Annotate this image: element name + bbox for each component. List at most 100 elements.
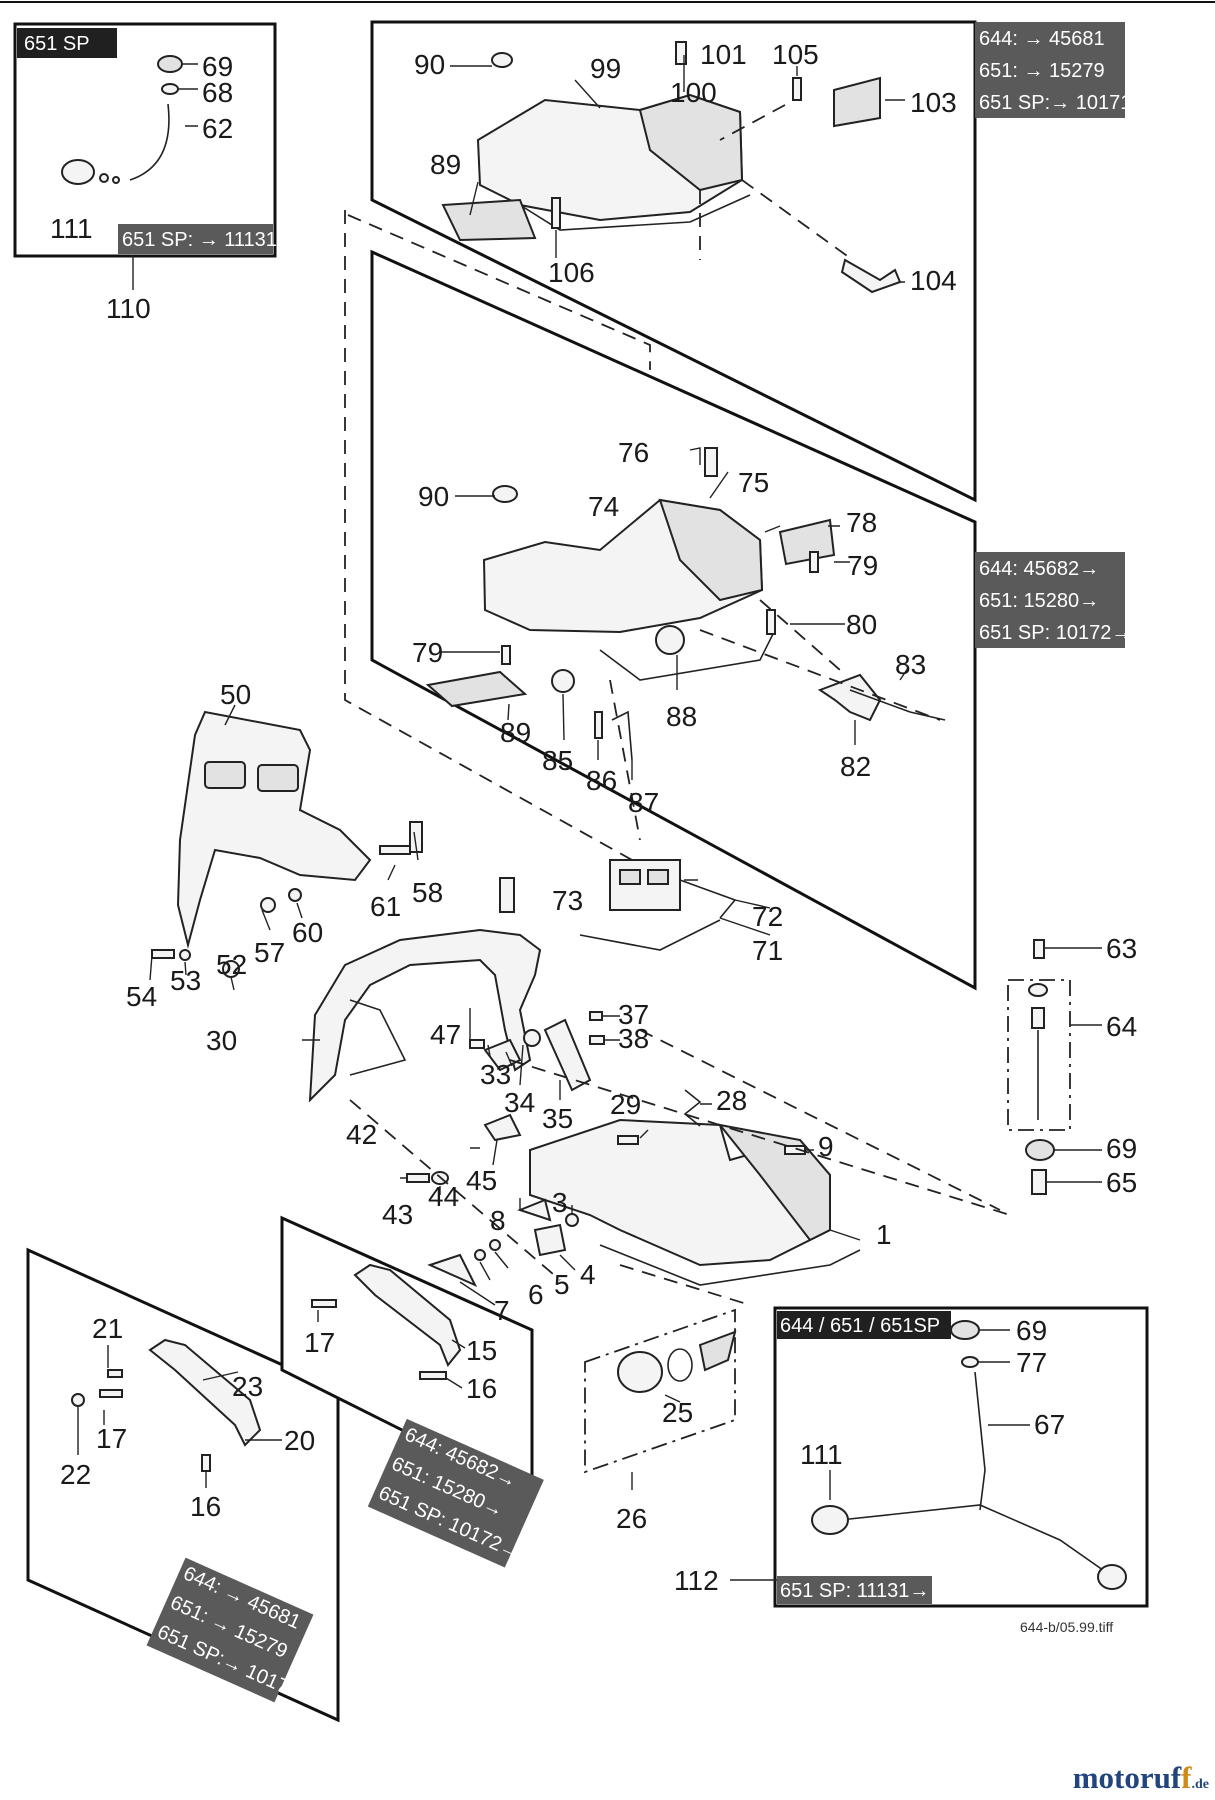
panel-upper-handle: 644: → 45681 651: → 15279 651 SP:→ 10171 xyxy=(370,20,1131,503)
part-3-nut xyxy=(565,1213,579,1227)
callout: 87 xyxy=(628,787,659,818)
part-42-screw xyxy=(469,1039,485,1049)
part-77-washer xyxy=(961,1356,979,1368)
callout: 16 xyxy=(466,1373,497,1404)
callout: 38 xyxy=(618,1023,649,1054)
callout: 23 xyxy=(232,1371,263,1402)
callout: 35 xyxy=(542,1103,573,1134)
part-86-pin xyxy=(594,711,603,739)
callout: 44 xyxy=(428,1181,459,1212)
callout: 57 xyxy=(254,937,285,968)
callout: 105 xyxy=(772,39,819,70)
callout: 4 xyxy=(580,1259,596,1290)
part-29-screw xyxy=(617,1135,639,1145)
part-69-nut xyxy=(1025,1139,1055,1161)
callout: 58 xyxy=(412,877,443,908)
box-title: 644 / 651 / 651SP xyxy=(780,1315,940,1337)
part-38-screw xyxy=(589,1035,605,1045)
part-78-label xyxy=(778,518,836,566)
callout: 104 xyxy=(910,265,957,296)
callout: 79 xyxy=(847,550,878,581)
part-21-spring xyxy=(107,1369,123,1378)
tag-line-644: 644: → 45681 xyxy=(979,28,1105,50)
brand-accent: f xyxy=(1181,1760,1192,1795)
brand-logo: motoruff.de xyxy=(1073,1760,1209,1796)
callout: 85 xyxy=(542,745,573,776)
part-17-pin xyxy=(99,1389,123,1398)
tag-line-651sp: 651 SP: 10172→ xyxy=(979,622,1131,644)
part-111-filter xyxy=(811,1505,849,1535)
part-7-spring xyxy=(427,1253,478,1288)
part-72-wire xyxy=(679,879,737,919)
callout: 42 xyxy=(346,1119,377,1150)
part-34-washer xyxy=(523,1029,541,1047)
callout: 83 xyxy=(895,649,926,680)
part-90-plug xyxy=(492,485,518,503)
callout: 17 xyxy=(96,1423,127,1454)
part-79-screw xyxy=(809,551,819,573)
part-67-hose xyxy=(974,1371,986,1511)
callout: 111 xyxy=(50,213,93,244)
part-53-washer xyxy=(179,949,191,961)
callout: 17 xyxy=(304,1327,335,1358)
callout: 82 xyxy=(840,751,871,782)
part-15-trigger xyxy=(353,1263,462,1367)
part-20-trigger xyxy=(148,1338,262,1447)
callout: 22 xyxy=(60,1459,91,1490)
part-30-front-handle xyxy=(308,928,542,1103)
tag-line-651: 651: 15280→ xyxy=(979,590,1099,612)
part-68-washer xyxy=(161,83,179,95)
part-69-nut xyxy=(950,1320,980,1340)
callout: 110 xyxy=(106,293,151,324)
callout: 6 xyxy=(528,1279,544,1310)
callout: 37 xyxy=(618,999,649,1030)
part-89-plate xyxy=(425,670,528,708)
box-fuel-line-all: 644 / 651 / 651SP 651 SP: 11131→ xyxy=(730,1306,1149,1608)
callout: 15 xyxy=(466,1335,497,1366)
callout: 106 xyxy=(548,257,595,288)
callout: 20 xyxy=(284,1425,315,1456)
callout: 100 xyxy=(670,77,717,108)
callout: 75 xyxy=(738,467,769,498)
callout: 112 xyxy=(674,1565,719,1596)
callout: 52 xyxy=(216,949,247,980)
callout: 64 xyxy=(1106,1011,1137,1042)
part-88-grommet xyxy=(655,625,685,655)
part-79-screw xyxy=(501,645,511,665)
part-54-screw xyxy=(151,949,175,959)
part-37-nut xyxy=(589,1011,603,1021)
part-57-washer xyxy=(260,897,276,913)
callout: 30 xyxy=(206,1025,237,1056)
part-111-filter xyxy=(61,159,95,185)
callout: 69 xyxy=(1016,1315,1047,1346)
callout: 90 xyxy=(414,49,445,80)
part-25-cap xyxy=(617,1351,663,1393)
callout: 45 xyxy=(466,1165,497,1196)
tank-cap-group xyxy=(584,1308,737,1490)
callout: 71 xyxy=(752,935,783,966)
callout: 34 xyxy=(504,1087,535,1118)
part-58-sleeve xyxy=(409,821,423,853)
part-60-washer xyxy=(288,888,302,902)
callout: 7 xyxy=(494,1295,510,1326)
callout: 79 xyxy=(412,637,443,668)
callout: 77 xyxy=(1016,1347,1047,1378)
callout: 33 xyxy=(480,1059,511,1090)
callout: 28 xyxy=(716,1085,747,1116)
part-45-spring xyxy=(483,1113,522,1142)
callout: 3 xyxy=(552,1187,568,1218)
guide-line xyxy=(344,210,651,871)
part-8-bracket xyxy=(517,1198,552,1222)
part-65-fitting xyxy=(1031,1169,1047,1195)
part-71-rod xyxy=(579,919,721,951)
part-105-screw xyxy=(792,77,802,101)
callout: 72 xyxy=(752,901,783,932)
callout: 76 xyxy=(618,437,649,468)
callout: 101 xyxy=(700,39,747,70)
tag-line-644: 644: 45682→ xyxy=(979,558,1099,580)
box-651sp-fuel-line: 651 SP 651 SP: → 11131 xyxy=(13,22,277,290)
tag-line-651: 651: → 15279 xyxy=(979,60,1105,82)
part-61-bolt xyxy=(379,845,411,855)
part-6-washer xyxy=(474,1249,486,1261)
part-89-plate xyxy=(441,198,537,242)
